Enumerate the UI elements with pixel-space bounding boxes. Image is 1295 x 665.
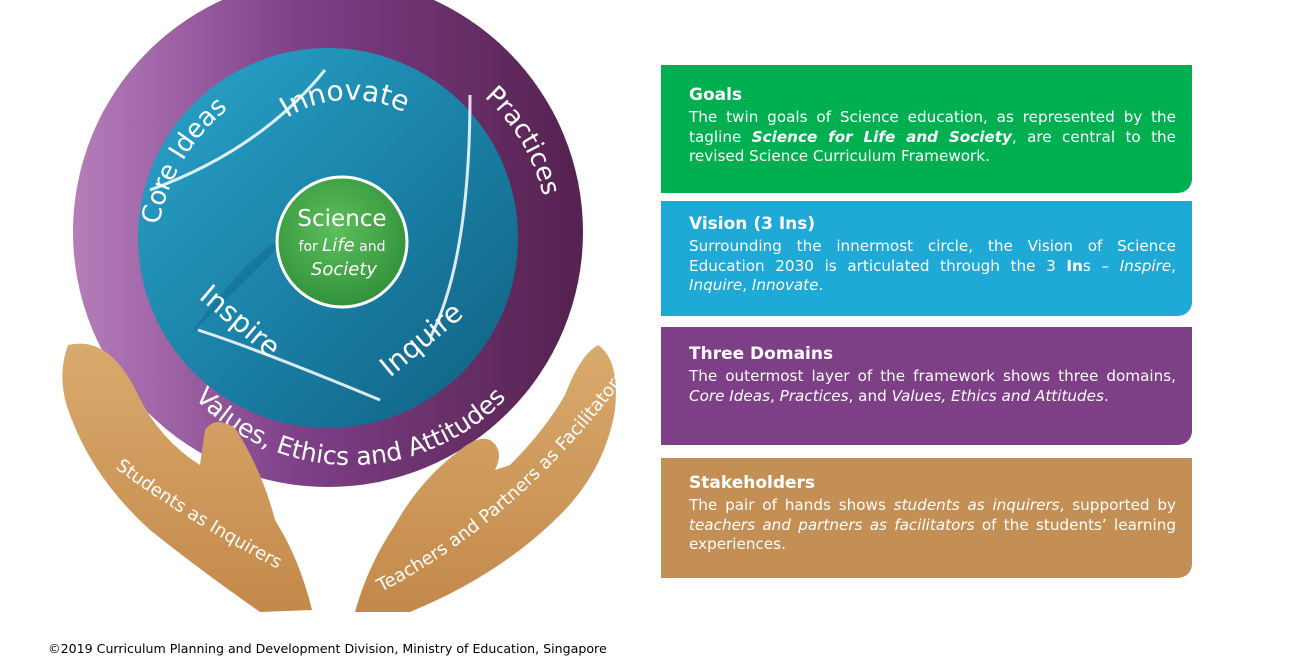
card-goals: Goals The twin goals of Science educatio… — [661, 65, 1192, 193]
card-goals-text: The twin goals of Science education, as … — [689, 108, 1176, 165]
card-stakeholders-text: The pair of hands shows students as inqu… — [689, 496, 1177, 553]
card-domains-text: The outermost layer of the framework sho… — [689, 367, 1176, 405]
card-vision-text: Surrounding the innermost circle, the Vi… — [689, 237, 1176, 294]
card-domains: Three Domains The outermost layer of the… — [661, 327, 1192, 445]
framework-diagram: Science for Life and Society Core Ideas … — [62, 0, 630, 612]
center-circle — [275, 175, 409, 309]
center-line1: Science — [297, 206, 386, 232]
card-vision: Vision (3 Ins) Surrounding the innermost… — [661, 201, 1192, 316]
card-domains-title: Three Domains — [689, 344, 834, 364]
left-hand — [62, 343, 312, 612]
card-goals-title: Goals — [689, 85, 743, 105]
copyright-notice: ©2019 Curriculum Planning and Developmen… — [48, 641, 607, 656]
center-line3: Society — [311, 259, 377, 280]
card-stakeholders-title: Stakeholders — [689, 473, 816, 493]
card-vision-title: Vision (3 Ins) — [689, 214, 816, 234]
center-line2: for Life and — [299, 235, 386, 256]
right-hand — [355, 345, 616, 612]
card-stakeholders: Stakeholders The pair of hands shows stu… — [661, 458, 1192, 578]
